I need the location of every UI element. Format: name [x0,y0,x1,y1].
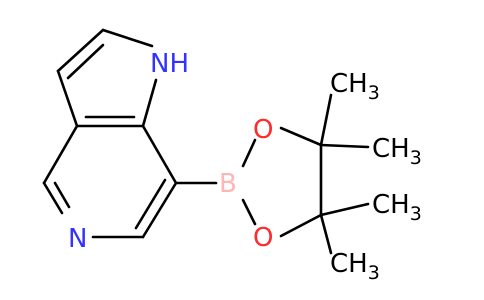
bond-c4-n5 [42,181,64,215]
bond-n1-c7a [141,78,158,128]
atom-n-ring-label: N [68,224,87,254]
bond-c2-n1 [101,28,154,48]
bond-boron-o-top [241,138,257,168]
methyl-4-sub: 3 [368,262,380,284]
bond-c6-c7-double [134,178,167,230]
methyl-2-ch: CH [372,134,410,164]
methyl-label-3: CH3 [372,190,422,225]
methyl-label-1: CH3 [330,69,380,104]
atom-nh-label: NH [150,49,189,79]
bond-c4-n5-double [53,181,71,209]
bond-c3-c2 [56,28,105,73]
methyl-3-ch: CH [372,190,410,220]
methyl-1-ch: CH [330,69,368,99]
bond-c7-c7a [141,124,178,185]
bond-o-bottom-c [279,213,323,238]
bond-methyl-2 [319,143,370,149]
bond-boron-o-bottom [241,198,257,226]
atom-o-top-label: O [253,115,273,145]
atom-o-bottom-label: O [253,223,273,253]
methyl-3-sub: 3 [410,203,422,225]
bond-c3a-c4 [42,124,79,185]
bond-methyl-3 [319,202,370,217]
bond-o-top-c [279,126,323,147]
methyl-1-sub: 3 [368,82,380,104]
methyl-2-sub: 3 [410,147,422,169]
methyl-4-ch: CH [330,249,368,279]
bond-c6-c7 [141,181,178,239]
bond-methyl-4 [319,213,333,255]
bond-c3-c2-double [66,43,105,80]
methyl-label-4: CH3 [330,249,380,284]
bond-c3-c3a [56,69,79,128]
methyl-label-2: CH3 [372,134,422,169]
bond-methyl-1 [319,93,333,147]
atom-boron-label: B [219,169,237,199]
